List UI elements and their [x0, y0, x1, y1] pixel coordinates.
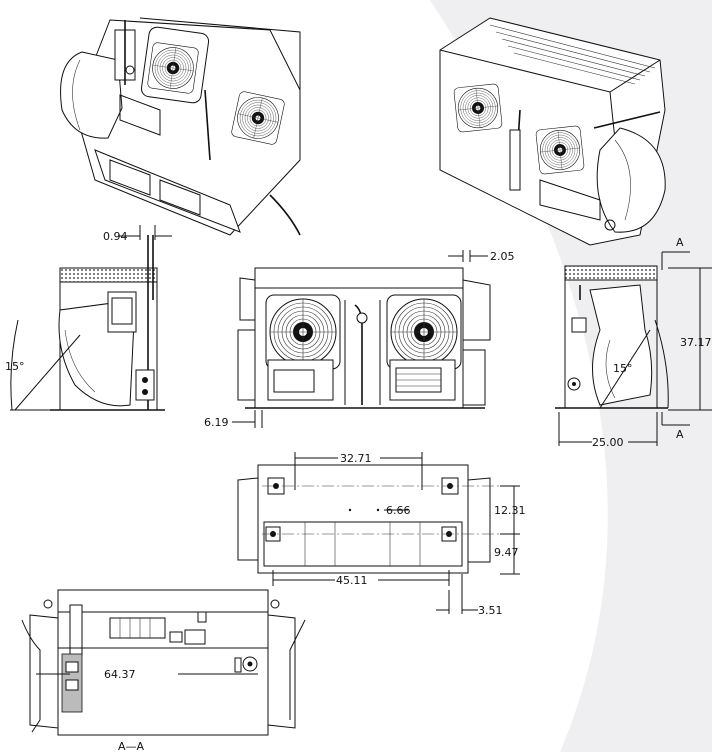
- section-a-a-view: 64.37 A—A: [21, 589, 306, 752]
- section-mark-bottom: A: [676, 428, 684, 441]
- dim-0-94: 0.94: [103, 230, 128, 243]
- section-mark-top: A: [676, 236, 684, 249]
- angle-right-15: 15°: [613, 362, 633, 375]
- dim-6-19: 6.19: [204, 416, 229, 429]
- dim-45-11: 45.11: [336, 574, 368, 587]
- dim-9-47: 9.47: [494, 546, 519, 559]
- isometric-view-left: [60, 17, 301, 236]
- dim-32-71: 32.71: [340, 452, 372, 465]
- right-side-view: A A 37.17 15° 25.00: [555, 236, 712, 449]
- dim-37-17: 37.17: [680, 336, 712, 349]
- front-view: 2.05 6.19: [204, 250, 515, 429]
- dim-3-51: 3.51: [478, 604, 503, 617]
- angle-left-15: 15°: [5, 360, 25, 373]
- base-view: 32.71 6.66 12.31 9.47 45.11 3.51: [237, 452, 526, 617]
- dim-12-31: 12.31: [494, 504, 526, 517]
- left-side-view: 0.94 15°: [5, 225, 172, 411]
- dim-2-05: 2.05: [490, 250, 515, 263]
- dim-64-37: 64.37: [104, 668, 136, 681]
- dim-25-00: 25.00: [592, 436, 624, 449]
- dim-6-66: 6.66: [386, 504, 411, 517]
- section-caption: A—A: [118, 740, 145, 752]
- isometric-view-right: [439, 17, 666, 246]
